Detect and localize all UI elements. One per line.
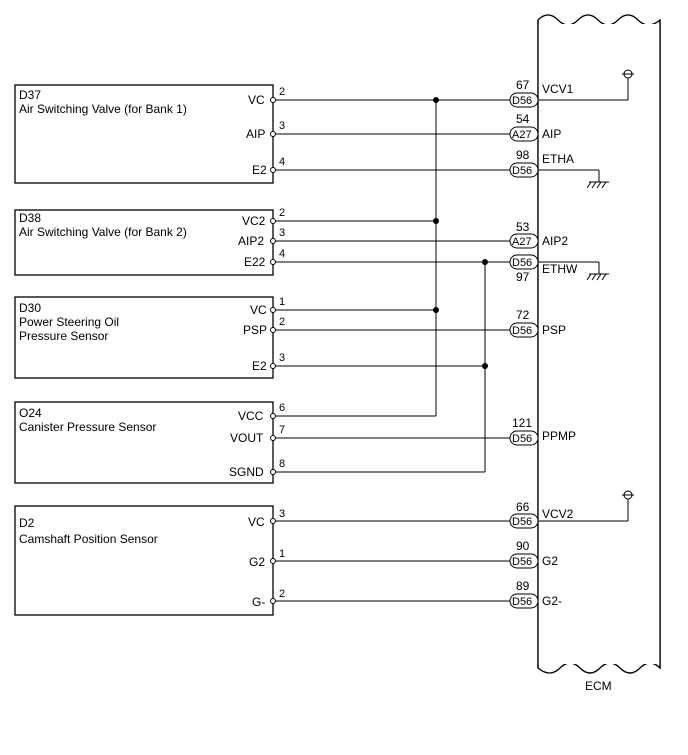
wires	[273, 78, 629, 602]
pin-number: 4	[279, 248, 285, 260]
connector-code: A27	[512, 236, 532, 248]
component-id: D38	[19, 211, 41, 225]
ground-icon	[586, 181, 609, 189]
pin-label: AIP	[246, 127, 265, 141]
pin-number: 1	[279, 548, 285, 560]
terminal-number: 97	[516, 270, 530, 284]
connector-code: D56	[512, 433, 532, 445]
signal-name: AIP	[542, 127, 561, 141]
signal-name: G2-	[542, 594, 562, 608]
pin-number: 4	[279, 156, 285, 168]
pin-terminals	[270, 97, 276, 604]
pin-label: VC	[248, 515, 265, 529]
power-supply-icon	[622, 69, 634, 79]
pin-label: G2	[249, 555, 265, 569]
power-supply-icon	[622, 490, 634, 500]
signal-name: ETHA	[542, 152, 574, 166]
component-id: D2	[19, 516, 35, 530]
pin-label: SGND	[229, 465, 264, 479]
component-name: Air Switching Valve (for Bank 1)	[19, 102, 187, 116]
terminal-number: 90	[516, 539, 530, 553]
pin-label: PSP	[243, 323, 267, 337]
pin-label: E2	[252, 359, 267, 373]
component-name: Air Switching Valve (for Bank 2)	[19, 225, 187, 239]
terminal-number: 67	[516, 78, 530, 92]
component-name: Pressure Sensor	[19, 329, 108, 343]
ecm-terminal-labels: D56 67 VCV1 A27 54 AIP D56 98 ETHA A27 5…	[512, 78, 578, 608]
connector-code: A27	[512, 129, 532, 141]
signal-name: AIP2	[542, 234, 568, 248]
pin-number: 3	[279, 227, 285, 239]
terminal-number: 121	[512, 416, 532, 430]
pin-number: 2	[279, 316, 285, 328]
pin-number: 7	[279, 424, 285, 436]
connector-code: D56	[512, 257, 532, 269]
pin-number: 3	[279, 352, 285, 364]
component-id: D37	[19, 88, 41, 102]
pin-number: 2	[279, 207, 285, 219]
component-d2: D2 Camshaft Position Sensor VC G2 G- 3 1…	[14, 505, 285, 616]
component-name: Camshaft Position Sensor	[19, 532, 158, 546]
pin-label: E22	[244, 255, 266, 269]
component-id: O24	[19, 406, 42, 420]
terminal-number: 53	[516, 220, 530, 234]
pin-number: 2	[279, 588, 285, 600]
pin-number: 6	[279, 402, 285, 414]
component-d38: D38 Air Switching Valve (for Bank 2) VC2…	[14, 207, 285, 276]
pin-label: VC	[248, 93, 265, 107]
connector-code: D56	[512, 556, 532, 568]
signal-name: G2	[542, 554, 558, 568]
pin-number: 2	[279, 86, 285, 98]
pin-number: 3	[279, 508, 285, 520]
signal-name: VCV2	[542, 507, 574, 521]
terminal-number: 66	[516, 500, 530, 514]
pin-label: VCC	[238, 409, 264, 423]
component-id: D30	[19, 301, 41, 315]
pin-label: G-	[252, 595, 265, 609]
terminal-number: 98	[516, 148, 530, 162]
pin-label: E2	[252, 163, 267, 177]
junctions	[433, 97, 488, 369]
ground-icon	[586, 273, 609, 281]
signal-name: ETHW	[542, 262, 578, 276]
terminal-number: 89	[516, 579, 530, 593]
connector-code: D56	[512, 95, 532, 107]
terminal-number: 54	[516, 112, 530, 126]
pin-label: VOUT	[230, 431, 264, 445]
ecm-label: ECM	[585, 679, 612, 693]
component-d30: D30 Power Steering Oil Pressure Sensor V…	[14, 296, 285, 379]
component-d37: D37 Air Switching Valve (for Bank 1) VC …	[14, 84, 285, 184]
pin-label: AIP2	[238, 234, 264, 248]
pin-label: VC2	[242, 214, 266, 228]
signal-name: PSP	[542, 323, 566, 337]
pin-number: 3	[279, 120, 285, 132]
component-o24: O24 Canister Pressure Sensor VCC VOUT SG…	[14, 401, 285, 484]
component-name: Canister Pressure Sensor	[19, 420, 156, 434]
connector-code: D56	[512, 325, 532, 337]
pin-number: 1	[279, 296, 285, 308]
connector-code: D56	[512, 165, 532, 177]
connector-code: D56	[512, 516, 532, 528]
pin-number: 8	[279, 458, 285, 470]
signal-name: VCV1	[542, 82, 574, 96]
terminal-number: 72	[516, 308, 530, 322]
component-name: Power Steering Oil	[19, 315, 119, 329]
connector-code: D56	[512, 596, 532, 608]
ecm-connectors	[509, 92, 539, 609]
pin-label: VC	[250, 303, 267, 317]
signal-name: PPMP	[542, 429, 576, 443]
